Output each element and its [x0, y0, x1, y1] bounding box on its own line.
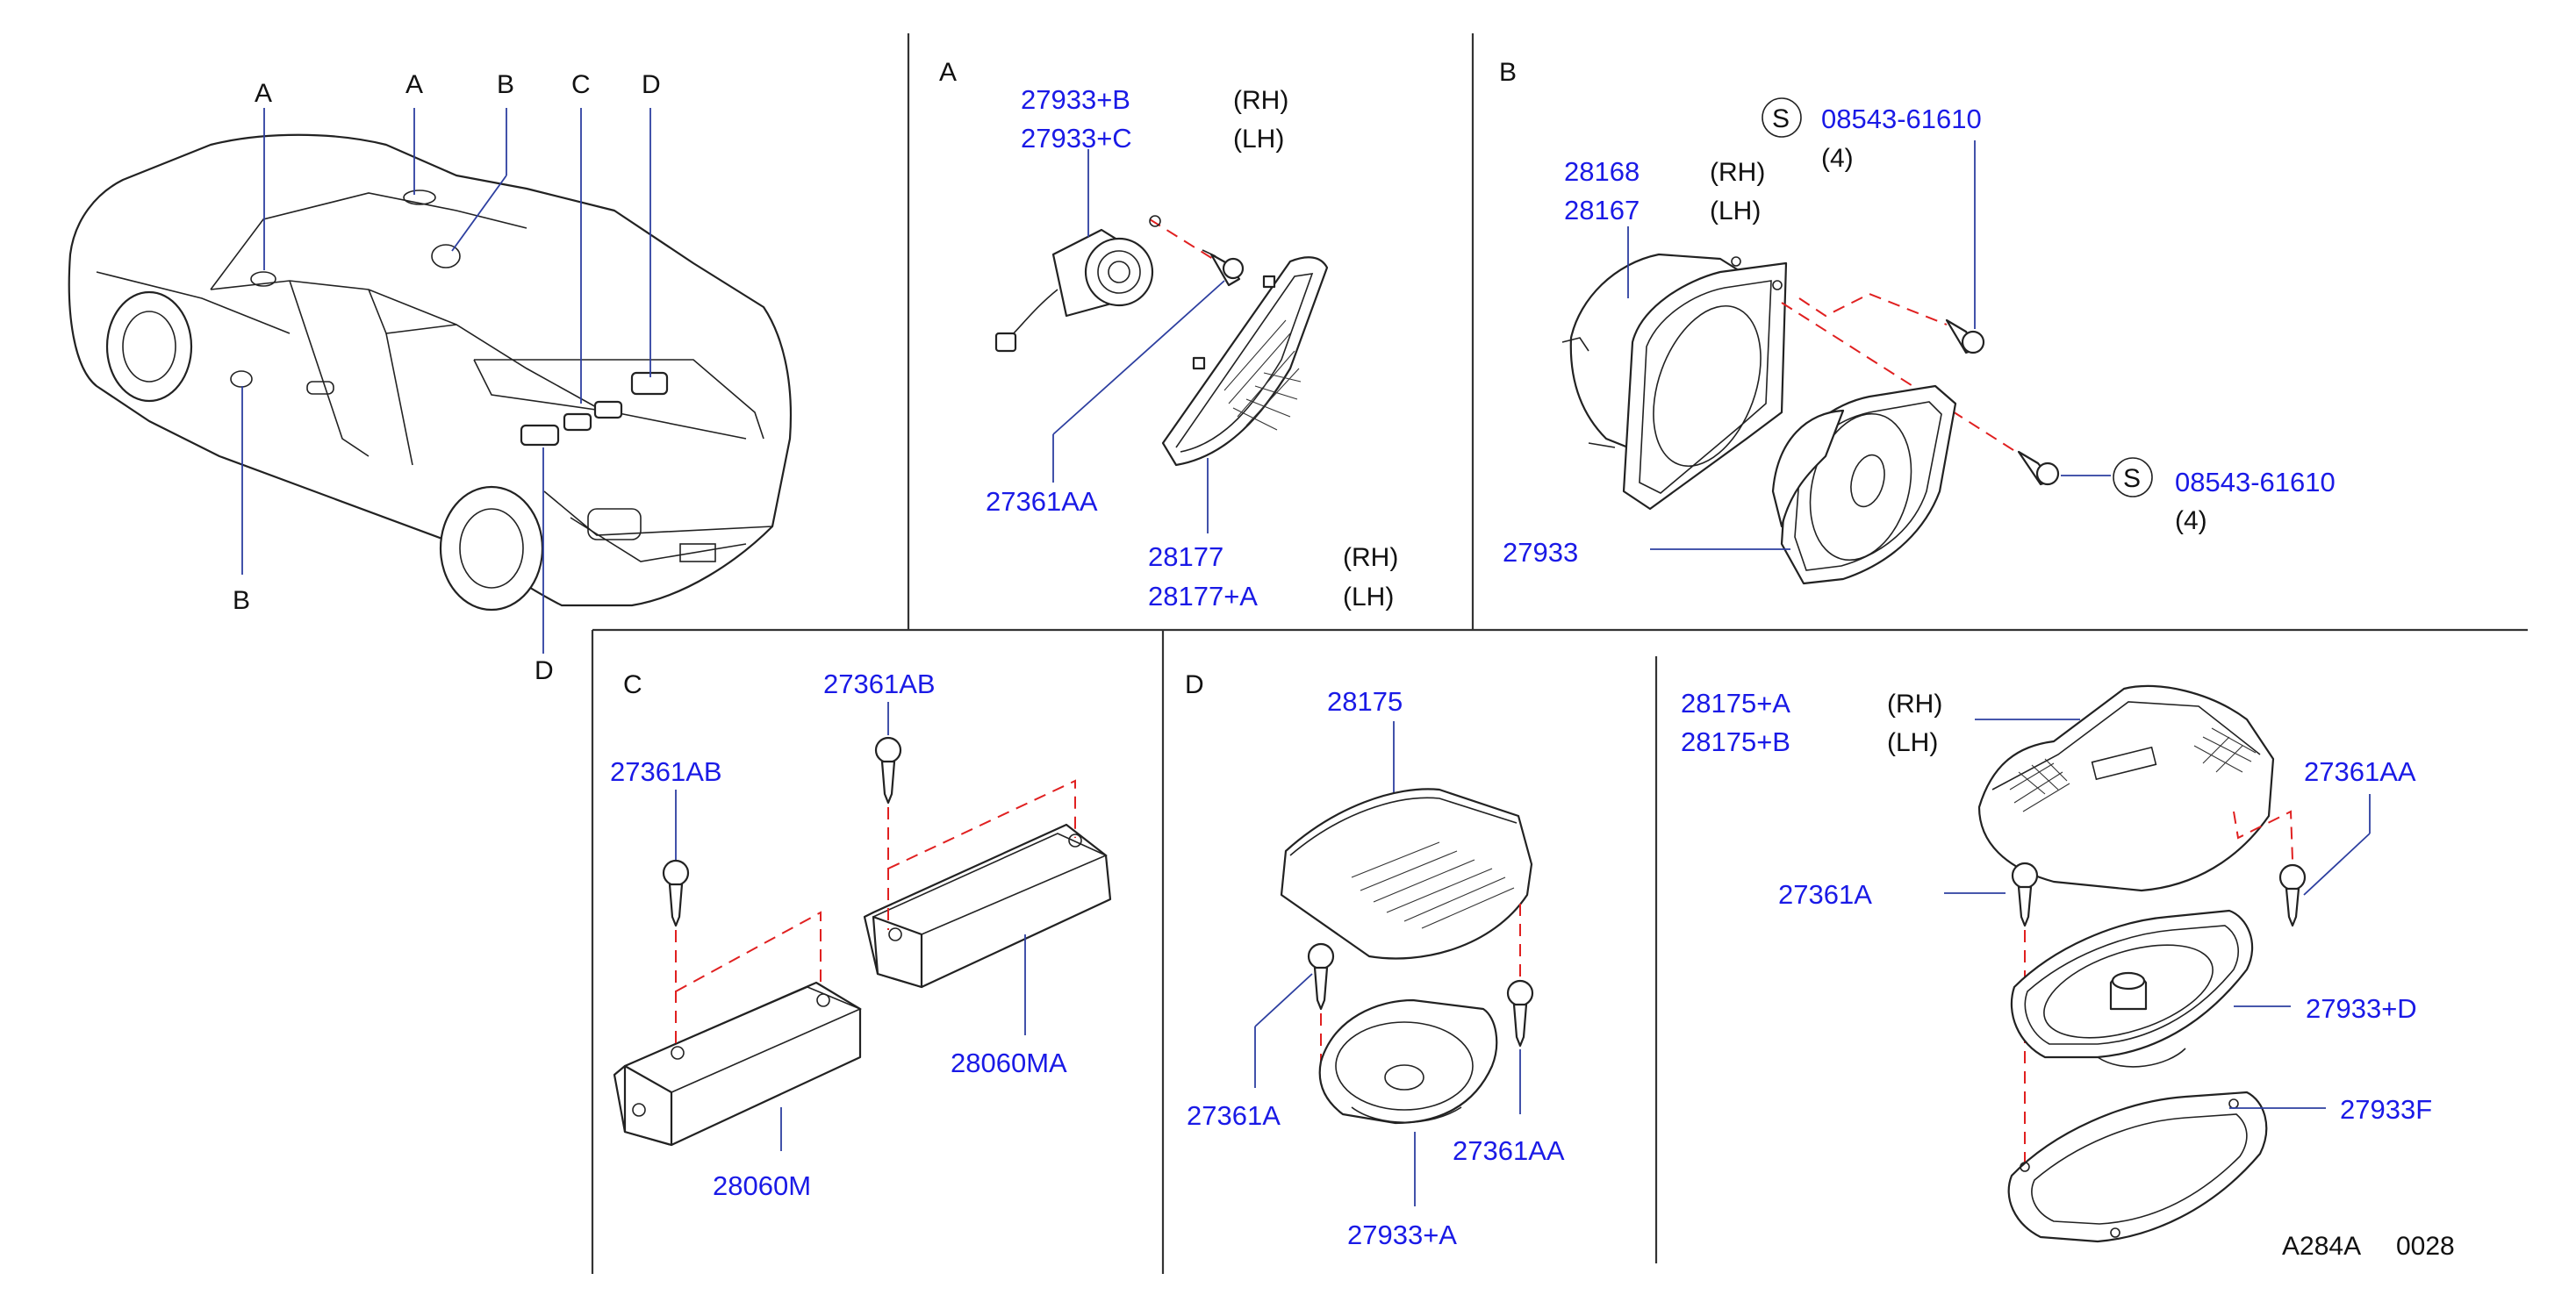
- screw-27361ab-left: [662, 859, 690, 927]
- part-28168[interactable]: 28168: [1564, 156, 1640, 187]
- part-27361a-e[interactable]: 27361A: [1778, 879, 1872, 910]
- diagram-code: A284A: [2282, 1232, 2361, 1261]
- speaker-27933-d: [2010, 909, 2254, 1068]
- part-27933-c-side: (LH): [1233, 125, 1284, 154]
- panel-b-letter: B: [1499, 58, 1517, 87]
- part-28175-a[interactable]: 28175+A: [1681, 688, 1790, 719]
- screw-27361aa-e: [2278, 863, 2307, 927]
- part-08543-61610-top[interactable]: 08543-61610: [1821, 104, 1982, 134]
- part-28175-b-side: (LH): [1887, 728, 1938, 757]
- gasket-27933f: [2007, 1091, 2268, 1243]
- overview-callout-b2: B: [233, 586, 250, 615]
- overview-callout-a2: A: [405, 70, 423, 99]
- overview-amp-left: [520, 424, 560, 447]
- amp-28060ma: [863, 823, 1112, 989]
- part-27361aa-e[interactable]: 27361AA: [2304, 756, 2416, 787]
- panel-d: D 28175 27361A 27361AA 2793: [1185, 670, 1565, 1250]
- screw-27361aa-a: [1202, 249, 1245, 287]
- part-28175-a-side: (RH): [1887, 690, 1942, 719]
- part-28177-side: (RH): [1343, 543, 1398, 572]
- part-28167[interactable]: 28167: [1564, 195, 1640, 225]
- cover-28175: [1280, 788, 1533, 960]
- part-27361ab-left[interactable]: 27361AB: [610, 756, 722, 787]
- part-28168-side: (RH): [1710, 158, 1765, 187]
- screw-27361aa-d: [1506, 979, 1534, 1048]
- overview-callout-a1: A: [255, 79, 272, 108]
- part-28167-side: (LH): [1710, 197, 1761, 225]
- part-08543-61610-right[interactable]: 08543-61610: [2175, 467, 2336, 497]
- overview-callout-b1: B: [497, 70, 514, 99]
- part-28175[interactable]: 28175: [1327, 686, 1403, 717]
- part-27933-b[interactable]: 27933+B: [1021, 84, 1130, 115]
- part-28177-a-side: (LH): [1343, 583, 1394, 612]
- part-27933-c[interactable]: 27933+C: [1021, 123, 1132, 154]
- panel-b: B S 08543-61610 (4) 28168 (RH) 28167 (LH…: [1499, 58, 2336, 585]
- tweeter-assembly: [994, 228, 1154, 353]
- part-08543-61610-right-qty: (4): [2175, 506, 2207, 535]
- part-27361aa-d[interactable]: 27361AA: [1453, 1135, 1565, 1166]
- part-27933-b-side: (RH): [1233, 86, 1288, 115]
- overview-amp-mid: [563, 412, 592, 432]
- tweeter-grille: [1161, 256, 1329, 467]
- overview-callout-c: C: [571, 70, 591, 99]
- car-body: [68, 133, 793, 607]
- overview-amp-right: [593, 400, 623, 419]
- part-28177[interactable]: 28177: [1148, 541, 1223, 572]
- panel-c: C 27361AB 27361AB 28060MA: [610, 669, 1112, 1201]
- panel-c-letter: C: [623, 670, 642, 699]
- panel-a: A 27933+B (RH) 27933+C (LH) 27361AA: [939, 58, 1398, 612]
- screw-08543-right: [2017, 450, 2060, 486]
- part-28175-b[interactable]: 28175+B: [1681, 726, 1790, 757]
- overview-callout-d2: D: [535, 656, 554, 685]
- panel-d-letter: D: [1185, 670, 1204, 699]
- panel-e: 28175+A (RH) 28175+B (LH) 27361AA 27361A: [1681, 684, 2432, 1243]
- screw-27361ab-right: [874, 736, 902, 805]
- overview-callout-d1: D: [642, 70, 661, 99]
- amp-28060m: [613, 981, 863, 1147]
- part-28060ma[interactable]: 28060MA: [951, 1048, 1067, 1078]
- s-mark-right: S: [2123, 464, 2141, 493]
- part-27933f[interactable]: 27933F: [2340, 1094, 2432, 1125]
- panel-a-letter: A: [939, 58, 957, 87]
- part-27933-a[interactable]: 27933+A: [1347, 1220, 1457, 1250]
- part-27933-d[interactable]: 27933+D: [2306, 993, 2417, 1024]
- screw-27361a-d: [1307, 942, 1335, 1011]
- screw-08543-top: [1945, 318, 1985, 354]
- part-27933[interactable]: 27933: [1503, 537, 1578, 568]
- speaker-bracket: [1561, 253, 1788, 511]
- speaker-27933: [1771, 384, 1957, 585]
- vehicle-overview: A A B C D B D: [68, 70, 793, 685]
- part-27361aa-a[interactable]: 27361AA: [986, 486, 1098, 517]
- wheel-front: [105, 290, 193, 403]
- part-28177-a[interactable]: 28177+A: [1148, 581, 1258, 612]
- screw-27361a-e: [2011, 862, 2039, 927]
- part-08543-61610-top-qty: (4): [1821, 144, 1854, 173]
- part-27361a-d[interactable]: 27361A: [1187, 1100, 1281, 1131]
- wheel-rear: [439, 485, 544, 612]
- speaker-27933-a: [1318, 998, 1498, 1125]
- part-28060m[interactable]: 28060M: [713, 1170, 811, 1201]
- cover-28175-a: [1977, 684, 2275, 892]
- diagram-number: 0028: [2396, 1232, 2455, 1261]
- part-27361ab-right[interactable]: 27361AB: [823, 669, 936, 699]
- panel-dividers: [591, 33, 2528, 1274]
- overview-deck-speaker: [630, 371, 669, 396]
- s-mark-top: S: [1772, 104, 1790, 133]
